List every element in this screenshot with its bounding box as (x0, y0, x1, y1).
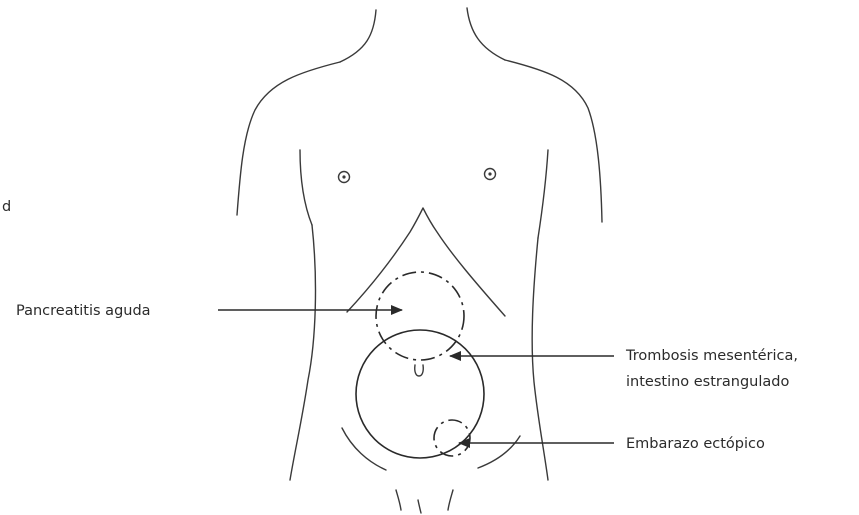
neck-right-line (467, 8, 505, 60)
right-inner-arm-line (538, 150, 548, 238)
right-shoulder-line (505, 60, 602, 222)
label-trombosis-line2: intestino estrangulado (626, 374, 789, 390)
label-pancreatitis: Pancreatitis aguda (16, 303, 151, 319)
right-inguinal-line (478, 436, 520, 468)
left-inner-arm-line (300, 150, 312, 225)
left-inguinal-line (342, 428, 386, 470)
ribcage-arch (347, 208, 505, 316)
mesenteric-region (356, 330, 484, 458)
pancreatitis-region (376, 272, 464, 360)
groin-mark-center (418, 500, 421, 513)
neck-left-line (340, 10, 376, 62)
groin-mark-right (448, 490, 453, 510)
body-outline (237, 8, 602, 513)
nipple-right (485, 169, 496, 180)
navel-mark (415, 365, 424, 376)
label-trombosis-line1: Trombosis mesentérica, (625, 348, 798, 364)
edge-fragment-text: d (2, 199, 11, 215)
ectopic-region (434, 420, 470, 456)
torso-left-side (290, 225, 315, 480)
left-shoulder-line (237, 62, 340, 215)
groin-mark-left (396, 490, 401, 510)
label-embarazo: Embarazo ectópico (626, 436, 765, 452)
nipple-left (339, 172, 350, 183)
